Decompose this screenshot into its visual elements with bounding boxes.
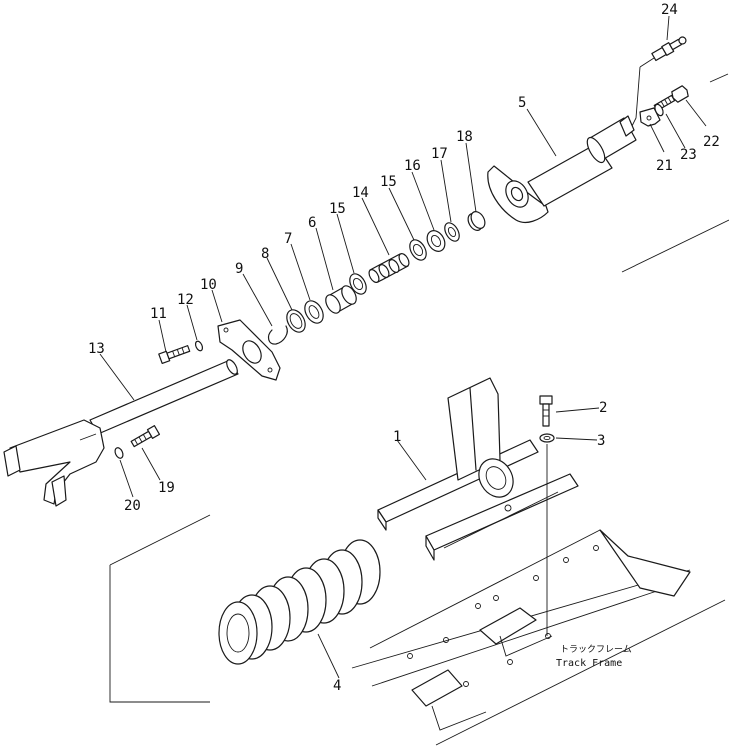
track-frame <box>351 529 691 731</box>
washer-part-12 <box>194 340 204 352</box>
callout-22: 22 <box>703 134 720 150</box>
plate-part-10 <box>217 319 281 381</box>
callout-18: 18 <box>456 129 473 145</box>
callout-6: 6 <box>308 215 316 231</box>
nut-part-16 <box>426 230 446 252</box>
track-frame-label-jp: トラックフレーム <box>560 644 632 655</box>
callout-9: 9 <box>235 261 243 277</box>
washer-part-3 <box>539 433 555 443</box>
callout-5: 5 <box>518 95 526 111</box>
callout-13: 13 <box>88 341 105 357</box>
callout-14: 14 <box>352 185 369 201</box>
ring-part-7 <box>304 300 324 324</box>
ring-part-15-upper <box>409 239 427 261</box>
ring-part-15-lower <box>349 273 367 295</box>
lock-plate-part-21 <box>639 107 661 127</box>
grease-fitting-part-24 <box>631 36 687 127</box>
guide-frame-part-1 <box>377 377 579 561</box>
callout-20: 20 <box>124 498 141 514</box>
callout-17: 17 <box>431 146 448 162</box>
bushing-part-6 <box>325 285 357 314</box>
washer-part-20 <box>114 447 124 459</box>
callout-21: 21 <box>656 158 673 174</box>
callout-3: 3 <box>597 433 605 449</box>
rod-part-14 <box>368 253 410 283</box>
callout-labels: 1 2 3 4 5 6 7 8 9 10 11 12 13 14 15 15 1… <box>88 2 720 694</box>
snap-ring-part-9 <box>267 325 288 345</box>
view-border-lines <box>109 73 729 746</box>
recoil-spring-part-4 <box>218 539 381 665</box>
callout-16: 16 <box>404 158 421 174</box>
bolt-part-19 <box>130 425 161 448</box>
callout-4: 4 <box>333 678 341 694</box>
callout-15-upper: 15 <box>380 174 397 190</box>
cylinder-part-5 <box>487 115 637 224</box>
callout-24: 24 <box>661 2 678 18</box>
callout-15-lower: 15 <box>329 201 346 217</box>
callout-7: 7 <box>284 231 292 247</box>
callout-11: 11 <box>150 306 167 322</box>
ring-part-8 <box>286 309 306 333</box>
callout-8: 8 <box>261 246 269 262</box>
callout-2: 2 <box>599 400 607 416</box>
bolt-part-2 <box>539 395 553 427</box>
leader-lines <box>99 15 707 679</box>
callout-19: 19 <box>158 480 175 496</box>
callout-1: 1 <box>393 429 401 445</box>
callout-12: 12 <box>177 292 194 308</box>
track-frame-label-en: Track Frame <box>556 658 622 669</box>
bolt-part-11 <box>158 345 191 365</box>
callout-10: 10 <box>200 277 217 293</box>
callout-23: 23 <box>680 147 697 163</box>
yoke-part-13 <box>3 359 239 507</box>
bushing-part-18 <box>467 211 486 231</box>
ring-part-17 <box>444 222 460 242</box>
